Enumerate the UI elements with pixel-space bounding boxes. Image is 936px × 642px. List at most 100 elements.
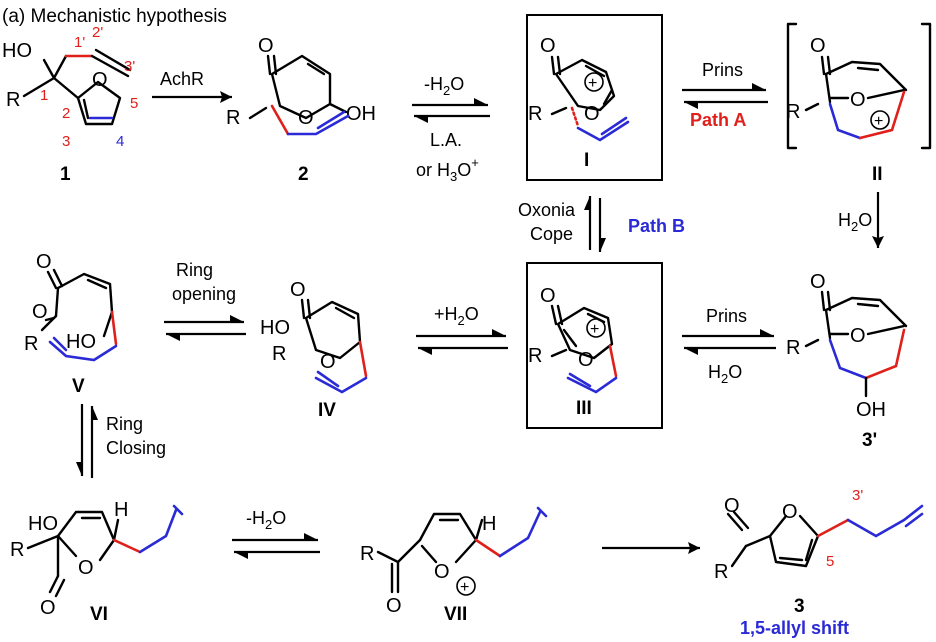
- compound-I-box: O O + R I: [526, 14, 663, 181]
- equilibrium-V-IV: Ring opening: [164, 260, 246, 341]
- atom-r: R: [24, 333, 38, 355]
- atom-r: R: [6, 89, 20, 111]
- equilibrium-I-III: Oxonia Cope Path B: [518, 196, 685, 252]
- atom-o-carbonyl: O: [258, 35, 274, 57]
- equilibrium-IV-III: +H2O: [416, 304, 508, 355]
- cond-la: L.A.: [430, 130, 462, 150]
- cond-opening: opening: [172, 284, 236, 304]
- atom-o: O: [92, 69, 108, 91]
- cond-plus-h2o: +H2O: [434, 304, 479, 328]
- compound-VI: R HO O O H VI: [10, 499, 184, 625]
- cond-oxonia: Oxonia: [518, 200, 576, 220]
- path-a-label: Path A: [690, 110, 746, 130]
- atom-ho: HO: [260, 317, 290, 339]
- locant-4: 4: [116, 133, 124, 150]
- cond-cope: Cope: [530, 224, 573, 244]
- label-VI: VI: [90, 604, 108, 625]
- cond-ring-2: Ring: [106, 414, 143, 434]
- cond-prins-2: Prins: [706, 306, 747, 326]
- compound-V: O O R HO V: [24, 251, 118, 397]
- atom-r: R: [528, 345, 542, 367]
- label-II: II: [872, 164, 883, 185]
- label-2: 2: [298, 164, 309, 185]
- cond-minus-h2o: -H2O: [424, 74, 464, 98]
- atom-o-bridge: O: [850, 325, 866, 347]
- atom-o-lower: O: [32, 301, 48, 323]
- equilibrium-2-I: -H2O L.A. or H3O+: [412, 74, 490, 184]
- atom-h: H: [114, 499, 128, 521]
- atom-ho: HO: [28, 513, 58, 535]
- atom-o-ring: O: [298, 107, 314, 129]
- atom-r: R: [528, 103, 542, 125]
- reagent-achr: AchR: [160, 69, 204, 89]
- label-III: III: [576, 398, 592, 419]
- locant-5: 5: [130, 95, 138, 112]
- locant-3prime: 3': [852, 487, 863, 504]
- locant-3prime: 3': [124, 58, 135, 75]
- atom-o-plus: O: [578, 349, 594, 371]
- atom-o-ring: O: [320, 351, 336, 373]
- atom-r: R: [714, 561, 728, 583]
- locant-1prime: 1': [74, 34, 85, 51]
- atom-o-top: O: [36, 251, 52, 273]
- atom-h: H: [482, 513, 496, 535]
- compound-3prime: O O R OH 3': [786, 271, 908, 451]
- label-V: V: [72, 376, 85, 397]
- atom-r: R: [226, 107, 240, 129]
- arrow-1-to-2: AchR: [152, 69, 232, 103]
- cond-h3o: or H3O+: [416, 155, 479, 184]
- cond-h2o: H2O: [838, 210, 872, 234]
- atom-o-carbonyl: O: [540, 285, 556, 307]
- label-3prime: 3': [862, 430, 877, 451]
- atom-o-carbonyl: O: [810, 271, 826, 293]
- atom-o-carbonyl: O: [40, 597, 56, 619]
- label-3: 3: [794, 596, 805, 617]
- atom-r: R: [786, 101, 800, 123]
- scheme-title: (a) Mechanistic hypothesis: [2, 6, 227, 27]
- atom-o-carbonyl: O: [724, 495, 740, 517]
- atom-r: R: [10, 539, 24, 561]
- compound-IV: O HO R O IV: [260, 279, 368, 421]
- atom-o-carbonyl: O: [810, 35, 826, 57]
- label-I: I: [584, 150, 589, 171]
- compound-VII: R O O + H VII: [360, 506, 548, 625]
- atom-r: R: [786, 337, 800, 359]
- atom-o-ring: O: [78, 557, 94, 579]
- cond-closing: Closing: [106, 438, 166, 458]
- equilibrium-VI-VII: -H2O: [232, 508, 320, 559]
- atom-o-ring: O: [782, 501, 798, 523]
- arrow-VII-to-3: [602, 542, 700, 554]
- locant-5: 5: [826, 553, 834, 570]
- atom-r: R: [360, 543, 374, 565]
- locant-3: 3: [62, 133, 70, 150]
- label-VII: VII: [444, 604, 467, 625]
- compound-II: O O R + II: [786, 22, 932, 185]
- locant-2prime: 2': [92, 24, 103, 41]
- equilibrium-V-VI: Ring Closing: [76, 404, 166, 478]
- compound-1: HO R O 1 2 3 4 5 1' 2' 3' 1: [2, 24, 138, 185]
- charge-plus: +: [588, 75, 597, 92]
- label-IV: IV: [318, 400, 336, 421]
- shift-label: 1,5-allyl shift: [740, 618, 849, 638]
- cond-h2o-2: H2O: [708, 362, 742, 386]
- atom-oh: OH: [346, 103, 376, 125]
- label-1: 1: [60, 164, 71, 185]
- locant-1: 1: [40, 87, 48, 104]
- atom-o-carbonyl: O: [540, 35, 556, 57]
- arrow-II-to-3prime: H2O: [838, 192, 884, 248]
- charge-plus: +: [590, 321, 599, 338]
- equilibrium-III-3prime: Prins H2O: [682, 306, 776, 386]
- atom-o-carbonyl: O: [290, 279, 306, 301]
- atom-ho: HO: [2, 40, 32, 62]
- atom-ho: HO: [66, 331, 96, 353]
- atom-o-plus: O: [434, 561, 450, 583]
- compound-3: O R O 5 3' 3 1,5-allyl shift: [714, 487, 924, 638]
- atom-o-carbonyl: O: [386, 595, 402, 617]
- path-b-label: Path B: [628, 216, 685, 236]
- atom-r: R: [272, 343, 286, 365]
- cond-ring: Ring: [176, 260, 213, 280]
- atom-o-bridge: O: [850, 89, 866, 111]
- charge-plus: +: [874, 113, 883, 130]
- atom-oh: OH: [856, 399, 886, 421]
